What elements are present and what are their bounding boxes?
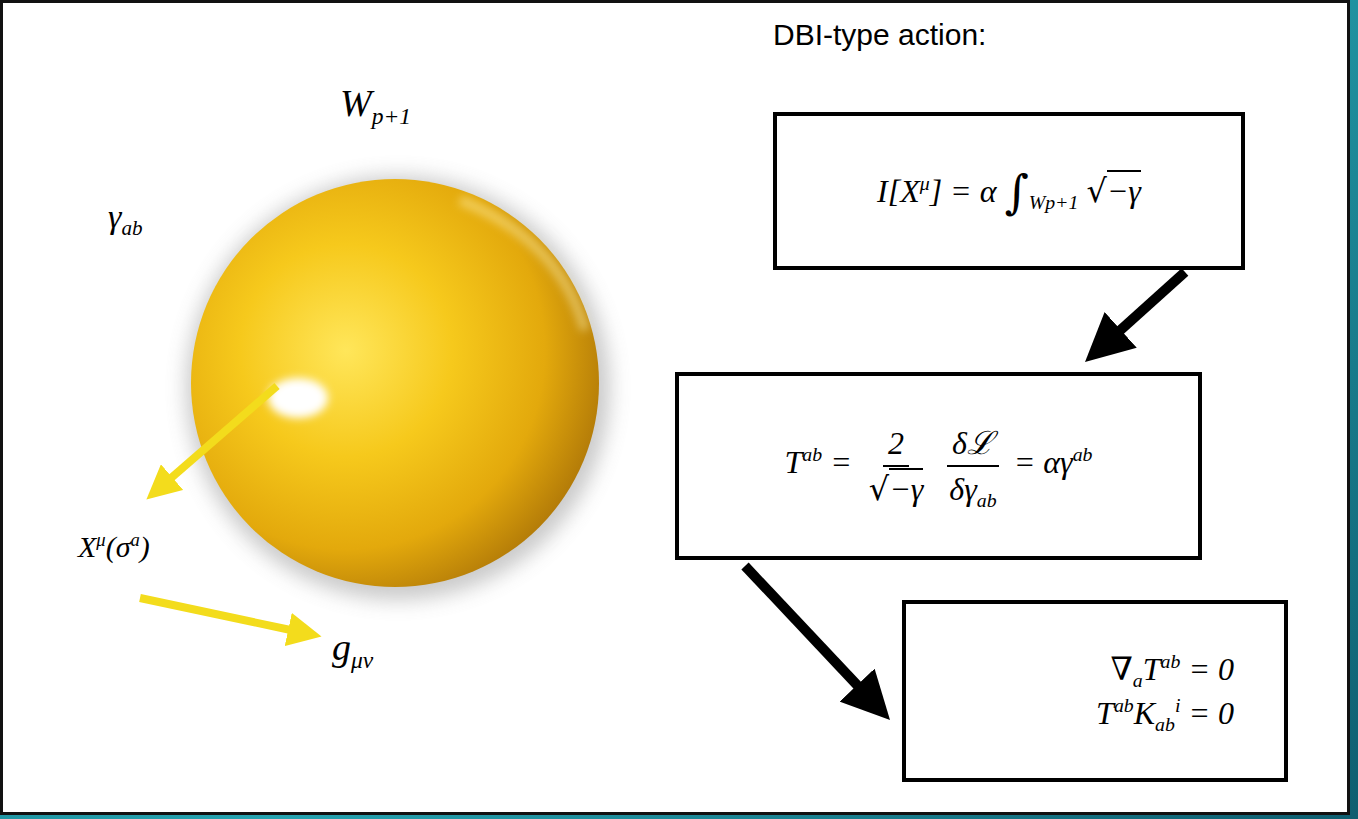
math-part: −γ bbox=[889, 468, 923, 507]
math-part: K bbox=[1134, 695, 1155, 731]
math-part: a bbox=[130, 529, 139, 550]
math-part bbox=[1078, 173, 1086, 209]
math-part: = bbox=[822, 444, 860, 480]
equation-text: TabKabi = 0 bbox=[1096, 693, 1234, 733]
math-part: −γ bbox=[1107, 170, 1141, 209]
math-part: Wp+1 bbox=[1029, 191, 1079, 213]
denominator: δγab bbox=[944, 467, 1001, 508]
math-part: 2 bbox=[888, 425, 904, 461]
math-part: μ bbox=[96, 529, 105, 550]
embedding-arrow bbox=[163, 386, 277, 485]
math-part: δγ bbox=[949, 471, 976, 507]
fraction: 2 √−γ bbox=[864, 424, 929, 508]
math-part: μν bbox=[351, 647, 373, 673]
math-part: = 0 bbox=[1180, 651, 1234, 687]
equation-box: Tab = 2 √−γ δℒ δγab = αγab bbox=[675, 372, 1202, 560]
equation-text: I[Xμ] = α ∫Wp+1 √−γ bbox=[877, 171, 1141, 211]
sphere-highlight bbox=[268, 378, 328, 418]
math-part: ab bbox=[1155, 713, 1175, 735]
yellow-sphere bbox=[191, 179, 599, 587]
math-part: ab bbox=[977, 488, 997, 510]
heading-label: DBI-type action: bbox=[773, 16, 986, 54]
flow-arrow bbox=[745, 566, 867, 695]
math-part: (σ bbox=[106, 530, 131, 563]
math-part: ab bbox=[1114, 694, 1134, 716]
worldvolume-label: Wp+1 bbox=[340, 80, 411, 128]
math-part: ab bbox=[121, 216, 142, 240]
math-part: √ bbox=[869, 470, 889, 508]
math-part: √ bbox=[1086, 172, 1106, 210]
embedding-label: Xμ(σa) bbox=[78, 528, 150, 566]
equation-text: ∇aTab = 0 bbox=[1111, 649, 1234, 689]
numerator: 2 bbox=[883, 424, 909, 466]
math-part: ∫ bbox=[1004, 165, 1028, 219]
math-part: p+1 bbox=[372, 103, 411, 129]
math-part: W bbox=[340, 82, 372, 124]
math-part: I[X bbox=[877, 173, 920, 209]
math-part: μ bbox=[920, 172, 930, 194]
equation-box: ∇aTab = 0TabKabi = 0 bbox=[902, 600, 1288, 782]
sphere-shadow bbox=[186, 176, 610, 600]
math-part: g bbox=[332, 626, 351, 668]
math-part: αγ bbox=[1043, 444, 1072, 480]
flow-arrow bbox=[1110, 272, 1185, 339]
math-part: ] = α bbox=[930, 173, 1005, 209]
fraction: δℒ δγab bbox=[944, 424, 1001, 508]
math-part: δℒ bbox=[952, 425, 994, 461]
metric-arrow bbox=[140, 598, 300, 632]
math-part: T bbox=[785, 444, 803, 480]
math-part: DBI-type action: bbox=[773, 18, 986, 51]
math-part: ∇ bbox=[1111, 651, 1133, 687]
math-part: ) bbox=[140, 530, 150, 563]
math-part: = bbox=[1006, 444, 1044, 480]
sphere-highlight bbox=[282, 387, 310, 405]
sphere-sheen bbox=[460, 200, 585, 330]
math-part: γ bbox=[108, 198, 121, 235]
denominator: √−γ bbox=[864, 467, 929, 508]
math-part bbox=[932, 444, 940, 480]
math-part: T bbox=[1143, 651, 1161, 687]
math-part: = 0 bbox=[1180, 695, 1234, 731]
induced-metric-label: γab bbox=[108, 196, 142, 239]
math-part: T bbox=[1096, 695, 1114, 731]
equation-box: I[Xμ] = α ∫Wp+1 √−γ bbox=[773, 112, 1245, 270]
math-part: ab bbox=[1073, 443, 1093, 465]
numerator: δℒ bbox=[947, 424, 999, 466]
math-part: X bbox=[78, 530, 96, 563]
math-part: ab bbox=[802, 443, 822, 465]
math-part: ab bbox=[1161, 650, 1181, 672]
equation-text: Tab = 2 √−γ δℒ δγab = αγab bbox=[785, 424, 1093, 508]
math-part: i bbox=[1175, 694, 1181, 716]
background-metric-label: gμν bbox=[332, 624, 373, 672]
math-part: a bbox=[1133, 669, 1143, 691]
